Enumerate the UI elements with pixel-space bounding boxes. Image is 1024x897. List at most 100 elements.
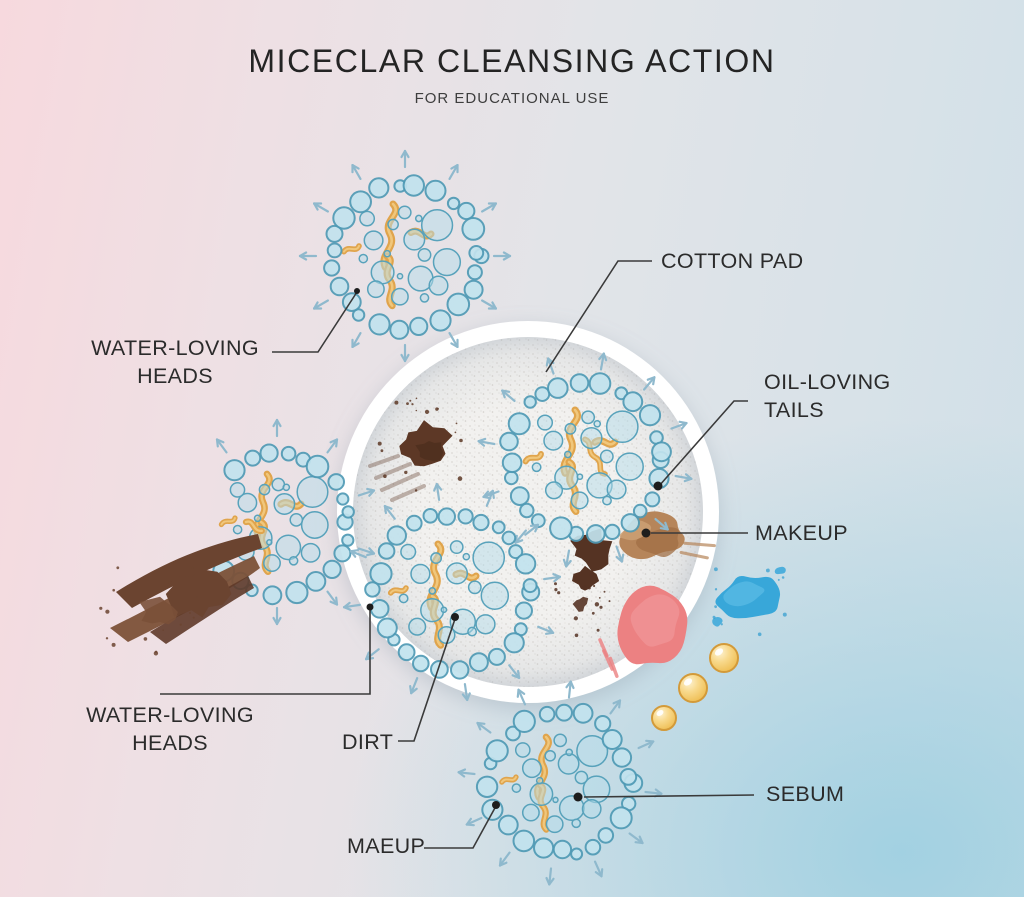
- outward-arrow-icon: [481, 202, 497, 213]
- inner-bubble: [263, 554, 281, 573]
- head-bubble: [508, 544, 524, 560]
- outward-arrow-icon: [351, 332, 362, 348]
- head-bubble: [497, 814, 519, 836]
- outward-arrow-icon: [400, 149, 410, 169]
- head-bubble: [369, 562, 393, 586]
- head-bubble: [644, 491, 661, 508]
- speck-dot: [116, 566, 120, 570]
- head-bubble: [555, 703, 573, 722]
- head-bubble: [569, 373, 590, 393]
- head-bubble: [505, 725, 521, 742]
- sebum-drop: [651, 705, 677, 731]
- speck-dot: [111, 642, 116, 647]
- leader-dots: [354, 288, 663, 809]
- inner-bubble: [535, 776, 544, 785]
- sebum-droplets: [651, 643, 739, 731]
- outward-arrow-icon: [674, 473, 693, 483]
- speck-dot: [435, 407, 439, 411]
- inner-bubble: [467, 626, 478, 637]
- head-bubble: [638, 404, 662, 427]
- inner-bubble: [563, 450, 572, 459]
- inner-bubble: [574, 770, 589, 785]
- head-bubble: [597, 827, 615, 844]
- head-bubble: [259, 443, 279, 463]
- speck-dot: [454, 431, 457, 434]
- inner-bubble: [258, 483, 271, 496]
- micelle: [477, 352, 693, 568]
- inner-bubble: [397, 205, 412, 220]
- head-bubble: [501, 452, 523, 474]
- head-bubble: [468, 245, 485, 261]
- inner-bubble: [358, 253, 369, 264]
- inner-bubble: [440, 606, 448, 614]
- inner-bubble: [529, 782, 554, 807]
- inner-bubble: [449, 540, 464, 555]
- inner-bubble: [581, 410, 596, 425]
- label-water-loving-heads-bottom: WATER-LOVING HEADS: [86, 703, 254, 756]
- head-bubble: [412, 654, 430, 673]
- leader-dot: [492, 801, 500, 809]
- speck-dot: [168, 581, 173, 585]
- head-bubble: [503, 632, 525, 654]
- oil-tail: [387, 585, 409, 596]
- outward-arrow-icon: [349, 549, 367, 559]
- leader-dirt: [398, 618, 456, 742]
- speck-dot: [459, 438, 463, 443]
- label-cotton-pad: COTTON PAD: [661, 249, 804, 273]
- outward-arrow-icon: [215, 438, 228, 454]
- outward-arrow-icon: [357, 547, 376, 557]
- speck-dot: [712, 615, 716, 619]
- inner-bubble: [445, 562, 469, 585]
- outward-arrow-icon: [409, 677, 419, 695]
- inner-bubble: [359, 210, 376, 227]
- inner-bubble: [275, 534, 302, 561]
- head-bubble: [457, 201, 476, 221]
- head-bubble: [326, 242, 343, 259]
- head-bubble: [402, 174, 425, 197]
- inner-bubble: [531, 462, 542, 473]
- inner-bubble: [383, 249, 392, 258]
- speck-dot: [714, 567, 718, 572]
- speck-dot: [406, 402, 409, 405]
- head-bubble: [475, 775, 499, 798]
- outward-arrow-icon: [465, 816, 483, 827]
- head-bubble: [430, 660, 449, 679]
- head-bubble: [244, 449, 262, 467]
- label-dirt: DIRT: [342, 730, 394, 754]
- outward-arrow-icon: [383, 505, 396, 520]
- head-bubble: [601, 729, 623, 750]
- head-bubble: [405, 514, 423, 532]
- inner-bubble: [288, 555, 299, 566]
- head-bubble: [450, 660, 470, 680]
- makeup-streak-brown: [99, 518, 265, 656]
- head-bubble: [485, 739, 509, 763]
- inner-bubble: [544, 749, 557, 762]
- inner-bubble: [511, 783, 522, 793]
- leader-water-loving-heads-top: [272, 291, 358, 353]
- micelle: [298, 149, 512, 363]
- micelle: [457, 680, 663, 886]
- inner-bubble: [363, 230, 384, 251]
- inner-bubble: [564, 422, 577, 435]
- head-bubble: [409, 316, 429, 336]
- speck-dot: [455, 422, 458, 425]
- head-bubble: [512, 829, 536, 853]
- inner-bubble: [615, 452, 644, 481]
- outward-arrow-icon: [615, 545, 625, 563]
- outward-arrow-icon: [313, 299, 329, 310]
- speck-dot: [99, 606, 103, 610]
- speck-dot: [603, 590, 606, 593]
- speck-dot: [105, 609, 110, 614]
- inner-bubble: [581, 798, 602, 819]
- inner-bubble: [282, 483, 291, 492]
- inner-bubble: [602, 495, 612, 506]
- outward-arrow-icon: [670, 420, 688, 430]
- head-bubble: [332, 206, 356, 230]
- inner-bubble: [289, 513, 304, 527]
- inner-bubble: [390, 287, 409, 306]
- sebum-drop: [678, 673, 708, 703]
- head-bubble: [523, 395, 537, 409]
- outward-arrow-icon: [272, 418, 282, 438]
